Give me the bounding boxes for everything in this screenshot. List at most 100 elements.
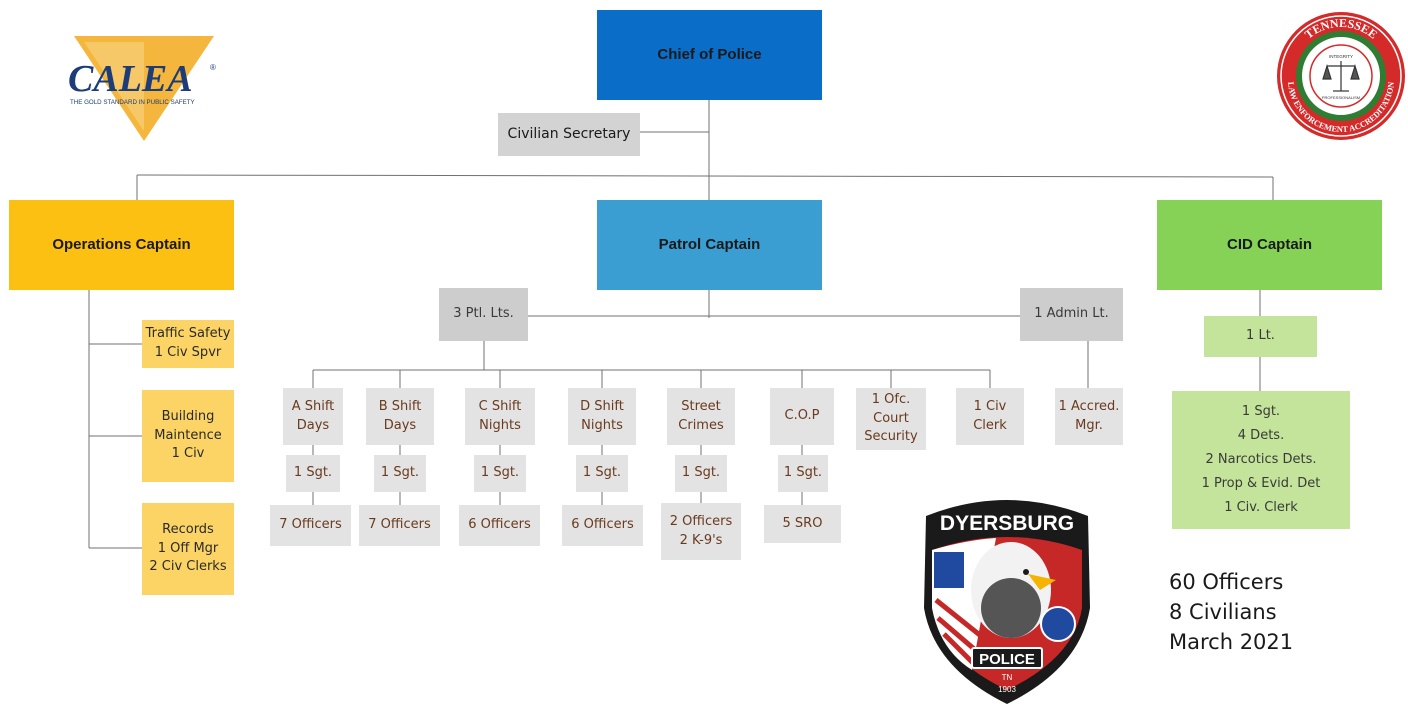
unit-line: 2 Officers bbox=[669, 513, 733, 529]
unit-line: 1 Sgt. bbox=[681, 465, 721, 481]
unit-line: 1 Civ. Clerk bbox=[1224, 500, 1298, 516]
cid-lieutenant-label: 1 Lt. bbox=[1246, 328, 1275, 344]
patrol-captain-label: Patrol Captain bbox=[658, 236, 761, 254]
unit-line: 1 Civ Spvr bbox=[154, 345, 222, 360]
unit-line: 1 Prop & Evid. Det bbox=[1201, 476, 1321, 492]
unit-line: 1 Civ bbox=[171, 446, 205, 462]
unit-line: A Shift bbox=[291, 398, 335, 414]
cid-staff-box: 1 Sgt. 4 Dets. 2 Narcotics Dets. 1 Prop … bbox=[1172, 391, 1350, 529]
unit-line: 1 Ofc. bbox=[871, 391, 911, 407]
court-security-box: 1 Ofc. Court Security bbox=[856, 388, 926, 450]
calea-logo: CALEA ® THE GOLD STANDARD IN PUBLIC SAFE… bbox=[68, 36, 216, 141]
unit-line: 1 Accred. bbox=[1058, 398, 1120, 414]
shift-title-box: A Shift Days bbox=[283, 388, 343, 445]
civilian-secretary-label: Civilian Secretary bbox=[507, 126, 631, 143]
unit-line: 6 Officers bbox=[571, 517, 634, 533]
unit-line: Court bbox=[873, 410, 909, 426]
patrol-lieutenants-box: 3 Ptl. Lts. bbox=[439, 288, 528, 341]
unit-line: 2 Narcotics Dets. bbox=[1205, 451, 1317, 467]
shift-title-box: C Shift Nights bbox=[465, 388, 535, 445]
unit-line: D Shift bbox=[580, 398, 624, 414]
civilian-secretary-box: Civilian Secretary bbox=[498, 113, 640, 156]
sergeant-box: 1 Sgt. bbox=[576, 455, 628, 492]
unit-line: Nights bbox=[581, 417, 623, 433]
unit-line: 7 Officers bbox=[368, 517, 431, 533]
sergeant-box: 1 Sgt. bbox=[474, 455, 526, 492]
unit-line: C.O.P bbox=[784, 408, 820, 424]
svg-text:DYERSBURG: DYERSBURG bbox=[940, 512, 1074, 535]
unit-line: Clerk bbox=[973, 417, 1007, 433]
unit-line: Security bbox=[864, 429, 918, 445]
chief-of-police-label: Chief of Police bbox=[657, 46, 762, 64]
svg-text:THE GOLD STANDARD IN PUBLIC SA: THE GOLD STANDARD IN PUBLIC SAFETY bbox=[70, 99, 195, 106]
unit-line: Crimes bbox=[678, 417, 724, 433]
patrol-lieutenants-label: 3 Ptl. Lts. bbox=[453, 306, 514, 322]
svg-text:CALEA: CALEA bbox=[68, 58, 193, 100]
unit-line: 7 Officers bbox=[279, 517, 342, 533]
traffic-safety-box: Traffic Safety 1 Civ Spvr bbox=[142, 320, 234, 368]
unit-line: Traffic Safety bbox=[145, 326, 231, 342]
unit-line: 1 Sgt. bbox=[582, 465, 622, 481]
unit-line: 1 Sgt. bbox=[480, 465, 520, 481]
unit-line: B Shift bbox=[378, 398, 422, 414]
sergeant-box: 1 Sgt. bbox=[374, 455, 426, 492]
unit-line: 1 Civ bbox=[973, 398, 1007, 414]
sergeant-box: 1 Sgt. bbox=[286, 455, 340, 492]
admin-lieutenant-box: 1 Admin Lt. bbox=[1020, 288, 1123, 341]
unit-line: Mgr. bbox=[1075, 417, 1103, 433]
unit-line: 4 Dets. bbox=[1237, 427, 1285, 443]
unit-line: 1 Sgt. bbox=[1241, 403, 1281, 419]
unit-line: Street bbox=[681, 398, 721, 414]
unit-line: Days bbox=[383, 417, 417, 433]
summary-line: 60 Officers bbox=[1169, 570, 1284, 594]
unit-line: Records bbox=[162, 521, 214, 537]
patrol-captain-box: Patrol Captain bbox=[597, 200, 822, 290]
svg-text:INTEGRITY: INTEGRITY bbox=[1329, 54, 1353, 59]
chief-of-police-box: Chief of Police bbox=[597, 10, 822, 100]
cid-lieutenant-box: 1 Lt. bbox=[1204, 316, 1317, 357]
officers-box: 2 Officers 2 K-9's bbox=[661, 503, 741, 560]
admin-lieutenant-label: 1 Admin Lt. bbox=[1034, 306, 1109, 322]
sergeant-box: 1 Sgt. bbox=[778, 455, 828, 492]
svg-text:TN: TN bbox=[1002, 673, 1013, 682]
unit-line: 2 Civ Clerks bbox=[149, 559, 227, 575]
summary-line: March 2021 bbox=[1169, 630, 1294, 654]
shift-title-box: B Shift Days bbox=[366, 388, 434, 445]
accreditation-manager-box: 1 Accred. Mgr. bbox=[1055, 388, 1123, 445]
svg-text:POLICE: POLICE bbox=[979, 651, 1035, 668]
officers-box: 5 SRO bbox=[764, 505, 841, 543]
unit-line: 6 Officers bbox=[468, 517, 531, 533]
svg-text:®: ® bbox=[210, 63, 216, 72]
cid-captain-box: CID Captain bbox=[1157, 200, 1382, 290]
records-box: Records 1 Off Mgr 2 Civ Clerks bbox=[142, 503, 234, 595]
tennessee-accreditation-seal: TENNESSEE LAW ENFORCEMENT ACCREDITATION … bbox=[1277, 12, 1405, 140]
department-summary: 60 Officers 8 Civilians March 2021 bbox=[1169, 567, 1293, 657]
officers-box: 7 Officers bbox=[270, 505, 351, 546]
unit-line: C Shift bbox=[478, 398, 522, 414]
unit-line: Building bbox=[161, 408, 215, 424]
svg-text:PROFESSIONALISM: PROFESSIONALISM bbox=[1322, 95, 1360, 100]
unit-line: Maintence bbox=[154, 427, 222, 443]
officers-box: 7 Officers bbox=[359, 505, 440, 546]
sergeant-box: 1 Sgt. bbox=[675, 455, 727, 492]
unit-line: 2 K-9's bbox=[679, 532, 723, 548]
svg-text:1903: 1903 bbox=[998, 685, 1016, 694]
unit-line: 1 Sgt. bbox=[380, 465, 420, 481]
unit-line: Nights bbox=[479, 417, 521, 433]
civ-clerk-box: 1 Civ Clerk bbox=[956, 388, 1024, 445]
shift-title-box: Street Crimes bbox=[667, 388, 735, 445]
dyersburg-police-badge: DYERSBURG POLICE TN 1903 bbox=[924, 500, 1090, 704]
shift-title-box: C.O.P bbox=[770, 388, 834, 445]
unit-line: 1 Sgt. bbox=[783, 465, 823, 481]
officers-box: 6 Officers bbox=[562, 505, 643, 546]
unit-line: 1 Off Mgr bbox=[157, 540, 219, 556]
unit-line: Days bbox=[296, 417, 330, 433]
cid-captain-label: CID Captain bbox=[1226, 236, 1312, 254]
operations-captain-box: Operations Captain bbox=[9, 200, 234, 290]
unit-line: 1 Sgt. bbox=[293, 465, 333, 481]
unit-line: 5 SRO bbox=[782, 515, 823, 531]
officers-box: 6 Officers bbox=[459, 505, 540, 546]
operations-captain-label: Operations Captain bbox=[52, 236, 191, 254]
shift-title-box: D Shift Nights bbox=[568, 388, 636, 445]
